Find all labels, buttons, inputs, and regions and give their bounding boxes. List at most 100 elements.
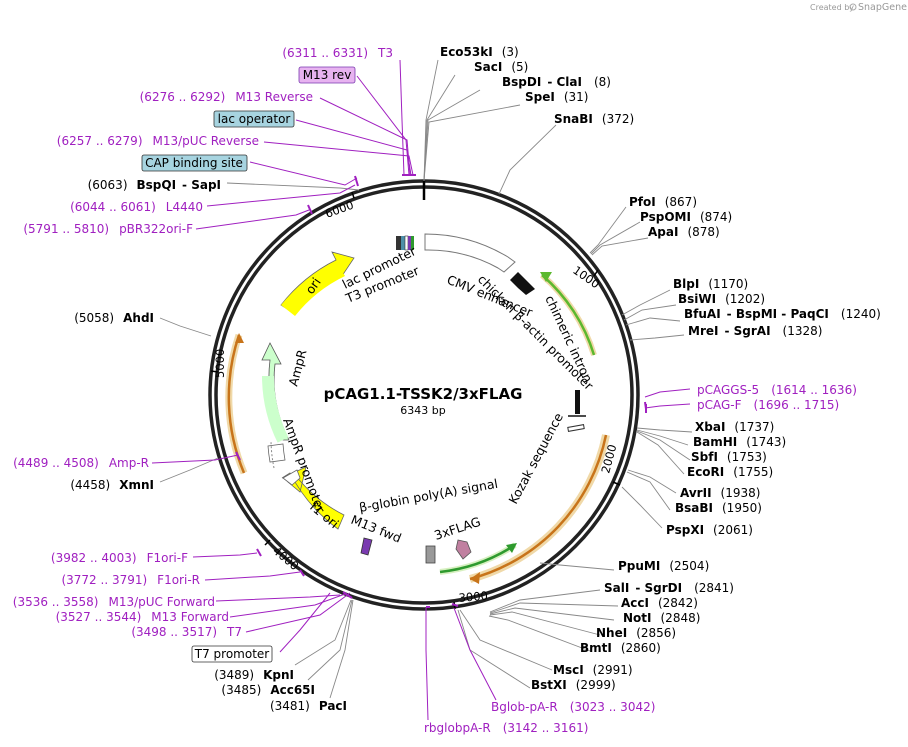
cap-site-block [396,236,401,250]
cba-promoter-feature [510,272,535,295]
tick-5000 [210,370,219,373]
cmv-enhancer-feature [424,233,516,273]
bglobin-pa-label: β-globin poly(A) signal [358,476,499,515]
enzyme-saci: SacI(5) [474,60,528,74]
t3-promoter-block [411,236,414,250]
m13-fwd-label: M13 fwd [349,512,404,546]
cap-site-text: CAP binding site [145,156,243,170]
3xflag-feature [455,539,472,560]
enzyme-apai: ApaI(878) [648,225,720,239]
ampr-body [262,375,289,443]
kozak-label: Kozak sequence [505,410,566,506]
tick-1000 [593,269,599,277]
enzyme-ahdi: (5058)AhdI [74,311,154,325]
enzyme-ppumi: PpuMI(2504) [618,559,709,573]
tick-6000 [351,191,355,199]
enzyme-noti: NotI(2848) [623,611,700,625]
primer-leader-lines [151,59,691,721]
enzyme-pspxi: PspXI(2061) [666,523,753,537]
ampr-outer-arrow-icon [235,333,244,343]
boxed-label-t7-promoter: T7 promoter [191,645,273,663]
enzyme-msci: MscI(2991) [553,663,633,677]
t7-promoter-text: T7 promoter [194,647,270,661]
primer-m13-puc-forward: (3536 .. 3558)M13/pUC Forward [13,595,215,609]
tssk2-orf-arc [469,434,608,581]
enzyme-bamhi: BamHI(1743) [693,435,786,449]
tick-2000 [612,481,621,486]
primer-m13-forward: (3527 .. 3544)M13 Forward [56,610,229,624]
enzyme-bmti: BmtI(2860) [580,641,661,655]
primer-t7: (3498 .. 3517)T7 [131,625,242,639]
primer-pcag-f: pCAG-F(1696 .. 1715) [697,398,839,412]
enzyme-avrii: AvrII(1938) [680,486,760,500]
ampr-dotted [270,440,275,469]
flag-label: 3xFLAG [432,514,482,543]
ampr-promoter-arrow-icon [282,469,301,486]
kozak-marker-bar [575,390,580,414]
boxed-label-cap-site: CAP binding site [141,154,248,172]
primer-marks [235,174,647,608]
enzyme-sali: SalI- SgrDI(2841) [604,581,734,595]
enzyme-spei: SpeI(31) [525,90,588,104]
enzyme-blpi: BlpI(1170) [673,277,748,291]
enzyme-xmni: (4458)XmnI [70,478,154,492]
enzyme-bfuai: BfuAI- BspMI - PaqCI(1240) [684,307,881,321]
m13-rev-block [408,236,411,250]
enzyme-ecori: EcoRI(1755) [687,465,773,479]
enzyme-sbfi: SbfI(1753) [691,450,767,464]
primer-f1ori-f: (3982 .. 4003)F1ori-F [51,551,188,565]
enzyme-kpni: (3489)KpnI [214,668,294,682]
m13-fwd-feature [360,537,373,556]
boxed-label-lac-operator: lac operator [213,110,295,128]
enzyme-bsabi: BsaBI(1950) [675,501,762,515]
enzyme-xbai: XbaI(1737) [695,420,774,434]
tick-label-5000: 5000 [213,349,227,378]
primer-m13-puc-reverse: (6257 .. 6279)M13/pUC Reverse [57,134,259,148]
primer-rbglobpa-r: rbglobpA-R(3142 .. 3161) [424,721,588,735]
enzyme-snabi: SnaBI(372) [554,112,634,126]
enzyme-acc65i: (3485)Acc65I [221,683,315,697]
snapgene-credit: Created by SnapGene [810,2,907,13]
enzyme-bstxi: BstXI(2999) [531,678,616,692]
tick-4000 [264,539,271,546]
bglobin-pa-feature [425,545,436,564]
credit-brand: SnapGene [858,2,907,13]
enzyme-nhei: NheI(2856) [596,626,676,640]
lac-operator-block [401,236,405,250]
primer-t3: (6311 .. 6331)T3 [282,46,393,60]
primer-pcaggs-5: pCAGGS-5(1614 .. 1636) [697,383,857,397]
ori-body [281,262,345,316]
flag-fusion-arrow-icon [506,543,517,553]
primer-bglob-pa-r: Bglob-pA-R(3023 .. 3042) [491,700,655,714]
primer-amp-r: (4489 .. 4508)Amp-R [13,456,149,470]
lac-operator-text: lac operator [218,112,291,126]
enzyme-mrei: MreI- SgrAI(1328) [688,324,822,338]
enzyme-leader-lines [159,59,693,699]
enzyme-eco53ki: Eco53kI(3) [440,45,519,59]
enzyme-bspdi: BspDI- ClaI(8) [502,75,611,89]
ampr-label: AmpR [285,348,309,388]
enzyme-acci: AccI(2842) [621,596,698,610]
boxed-label-m13-rev: M13 rev [298,66,356,84]
plasmid-length: 6343 bp [400,404,445,417]
primer-m13-reverse: (6276 .. 6292)M13 Reverse [140,90,313,104]
chimeric-intron-arc [541,274,596,356]
enzyme-pfoi: PfoI(867) [629,195,697,209]
primer-l4440: (6044 .. 6061)L4440 [70,200,203,214]
enzyme-paci: (3481)PacI [270,699,347,713]
primer-f1ori-r: (3772 .. 3791)F1ori-R [61,573,200,587]
credit-prefix: Created by [810,3,854,12]
chimeric-intron-arrow-icon [540,272,552,282]
enzyme-pspomi: PspOMI(874) [640,210,732,224]
enzyme-bspqi: (6063)BspQI- SapI [88,178,221,192]
tick-label-6000: 6000 [323,198,355,221]
ampr-promoter-feature [267,443,286,463]
primer-pbr322ori-f: (5791 .. 5810)pBR322ori-F [23,222,193,236]
small-site-marker [567,424,585,432]
tssk2-arrow-icon [470,572,480,584]
plasmid-name: pCAG1.1-TSSK2/3xFLAG [324,385,523,403]
ampr-promoter-label: AmpR promoter [280,416,328,515]
enzyme-bsiwi: BsiWI(1202) [678,292,765,306]
m13-rev-text: M13 rev [303,68,352,82]
